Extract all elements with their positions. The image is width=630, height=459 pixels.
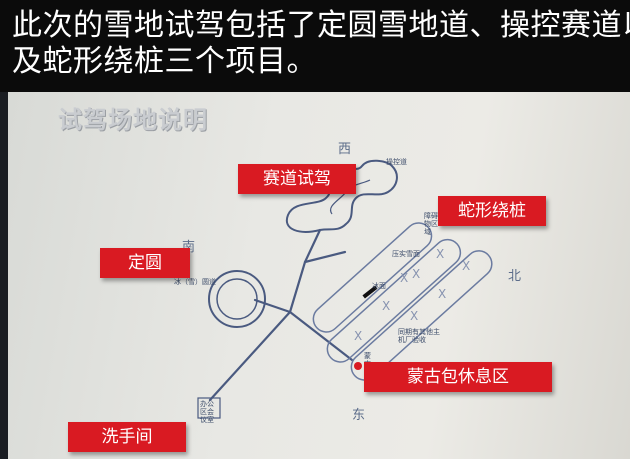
cone-mark: X — [400, 271, 408, 285]
road-south-branch — [208, 310, 292, 402]
circle-track-inner — [216, 278, 258, 320]
circle-track-outer — [208, 270, 266, 328]
slalom-lane-3 — [350, 250, 493, 381]
label-handling: 操控道 — [386, 158, 407, 166]
yurt-marker — [354, 362, 362, 370]
slalom-lane-1 — [312, 222, 433, 333]
label-office: 办公区会议室 — [200, 400, 214, 424]
road-main — [288, 228, 322, 314]
cone-mark: X — [412, 267, 420, 281]
tag-circle: 定圆 — [100, 248, 190, 278]
office-marker — [197, 397, 221, 419]
caption-bar: 此次的雪地试驾包括了定圆雪地道、操控赛道以 及蛇形绕桩三个项目。 — [0, 0, 630, 92]
cone-mark: X — [438, 287, 446, 301]
cone-mark: X — [436, 247, 444, 261]
cone-mark: X — [462, 259, 470, 273]
caption-line-1: 此次的雪地试驾包括了定圆雪地道、操控赛道以 — [12, 8, 630, 43]
tag-slalom: 蛇形绕桩 — [438, 196, 546, 226]
tag-track-test: 赛道试驾 — [238, 164, 356, 194]
road-west-branch — [253, 298, 292, 314]
direction-west: 西 — [338, 142, 352, 157]
slalom-lane-2 — [326, 238, 462, 363]
label-cones: 同期有其他主机厂验收 — [398, 328, 440, 344]
handling-track — [285, 159, 398, 233]
label-ice-circle: 冰（雪）圆道 — [174, 278, 216, 286]
direction-north: 北 — [508, 269, 522, 284]
label-obstacles: 障碍物区域 — [424, 212, 438, 236]
cone-mark: X — [410, 309, 418, 323]
label-surface: 压实雪面 — [392, 250, 420, 258]
road-east-branch — [288, 310, 354, 362]
tag-rest-area: 蒙古包休息区 — [364, 362, 552, 392]
caption-line-2: 及蛇形绕桩三个项目。 — [12, 44, 317, 79]
screen-title: 试驾场地说明 — [58, 106, 208, 134]
tag-restroom: 洗手间 — [68, 422, 186, 452]
label-ice: 冰面 — [372, 282, 386, 290]
road-to-slalom — [303, 250, 347, 264]
direction-east: 东 — [352, 408, 366, 423]
cone-mark: X — [354, 329, 362, 343]
ice-marker — [362, 285, 378, 299]
cone-mark: X — [382, 299, 390, 313]
